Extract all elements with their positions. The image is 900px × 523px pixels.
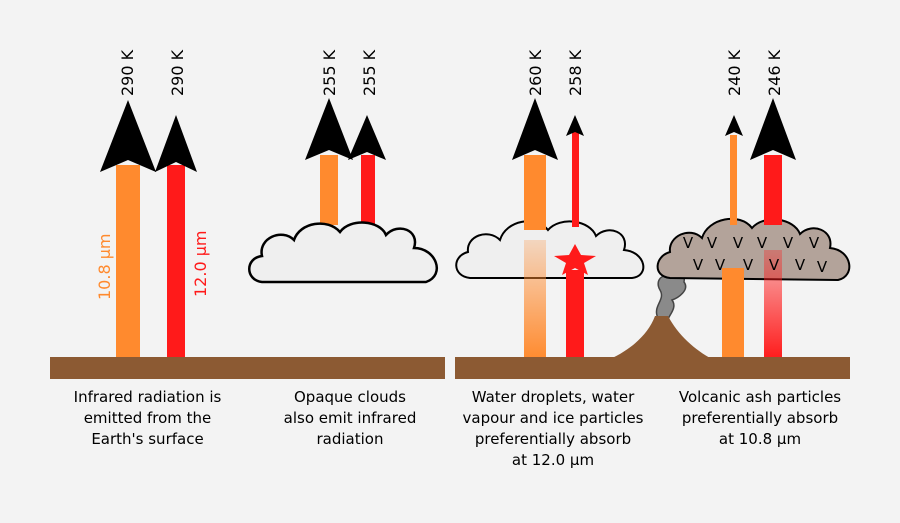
ash-particle-symbol: V: [757, 234, 768, 252]
arrow-up-icon: [750, 98, 796, 160]
caption-volcanic-ash: Volcanic ash particles preferentially ab…: [660, 387, 860, 450]
caption-line: Volcanic ash particles: [678, 388, 842, 406]
caption-line: radiation: [316, 430, 384, 448]
band-label-10-8: 10.8 µm: [95, 234, 114, 300]
beam-12-0: [764, 155, 782, 225]
caption-line: Earth's surface: [91, 430, 204, 448]
caption-line: emitted from the: [83, 409, 212, 427]
temperature-12-0: 258 K: [566, 49, 585, 96]
band-label-12-0: 12.0 µm: [191, 231, 210, 297]
beam-10-8-attenuated: [730, 135, 737, 225]
beam-10-8: [116, 165, 140, 360]
temperature-12-0: 255 K: [360, 49, 379, 96]
ash-particle-symbol: V: [783, 234, 794, 252]
cloud-icon: [248, 221, 438, 284]
panel-surface-emission: 10.8 µm 12.0 µm 290 K 290 K: [95, 49, 210, 360]
ash-particle-symbol: V: [715, 256, 726, 274]
ash-particle-symbol: V: [683, 234, 694, 252]
caption-line: preferentially absorb: [474, 430, 632, 448]
arrow-up-icon: [305, 98, 353, 160]
arrow-up-icon: [100, 100, 156, 172]
ash-particle-symbol: V: [743, 256, 754, 274]
caption-line: Water droplets, water: [471, 388, 635, 406]
caption-line: Infrared radiation is: [73, 388, 222, 406]
temperature-10-8: 240 K: [725, 49, 744, 96]
temperature-10-8: 260 K: [526, 49, 545, 96]
ash-cloud-icon: [656, 218, 851, 282]
caption-water-absorption: Water droplets, water vapour and ice par…: [448, 387, 658, 471]
panel-water-absorption: 260 K 258 K: [455, 49, 645, 360]
ash-particle-symbol: V: [693, 256, 704, 274]
beam-12-0-through-cloud: [764, 250, 782, 360]
caption-line: vapour and ice particles: [462, 409, 644, 427]
volcano-icon: [610, 316, 712, 359]
ash-particle-symbol: V: [733, 234, 744, 252]
caption-line: also emit infrared: [283, 409, 417, 427]
beam-12-0-attenuated: [572, 132, 579, 227]
beam-12-0: [361, 155, 375, 225]
arrow-up-icon: [566, 115, 584, 136]
beam-10-8: [524, 155, 546, 230]
beam-10-8: [320, 155, 338, 225]
arrow-up-icon: [155, 115, 197, 172]
beam-12-0: [566, 270, 584, 360]
ash-particle-symbol: V: [809, 234, 820, 252]
temperature-12-0: 290 K: [168, 49, 187, 96]
temperature-10-8: 255 K: [320, 49, 339, 96]
panel-opaque-clouds: 255 K 255 K: [248, 49, 438, 284]
ash-particle-symbol: V: [817, 258, 828, 276]
ash-particle-symbol: V: [769, 256, 780, 274]
arrow-up-icon: [348, 115, 386, 160]
beam-12-0: [167, 165, 185, 360]
ash-particle-symbol: V: [707, 234, 718, 252]
caption-line: at 12.0 µm: [511, 451, 595, 469]
ground-right: [455, 357, 850, 379]
arrow-up-icon: [725, 115, 743, 136]
caption-surface-emission: Infrared radiation is emitted from the E…: [50, 387, 245, 450]
caption-line: Opaque clouds: [294, 388, 406, 406]
caption-opaque-clouds: Opaque clouds also emit infrared radiati…: [260, 387, 440, 450]
arrow-up-icon: [512, 98, 558, 160]
beam-10-8: [722, 268, 744, 360]
star-icon: [554, 244, 596, 275]
cloud-icon: [455, 220, 645, 279]
ash-particle-symbol: V: [795, 256, 806, 274]
caption-line: at 10.8 µm: [718, 430, 802, 448]
beam-10-8-through-cloud: [524, 240, 546, 360]
temperature-10-8: 290 K: [118, 49, 137, 96]
caption-line: preferentially absorb: [681, 409, 839, 427]
ground-left: [50, 357, 445, 379]
temperature-12-0: 246 K: [765, 49, 784, 96]
